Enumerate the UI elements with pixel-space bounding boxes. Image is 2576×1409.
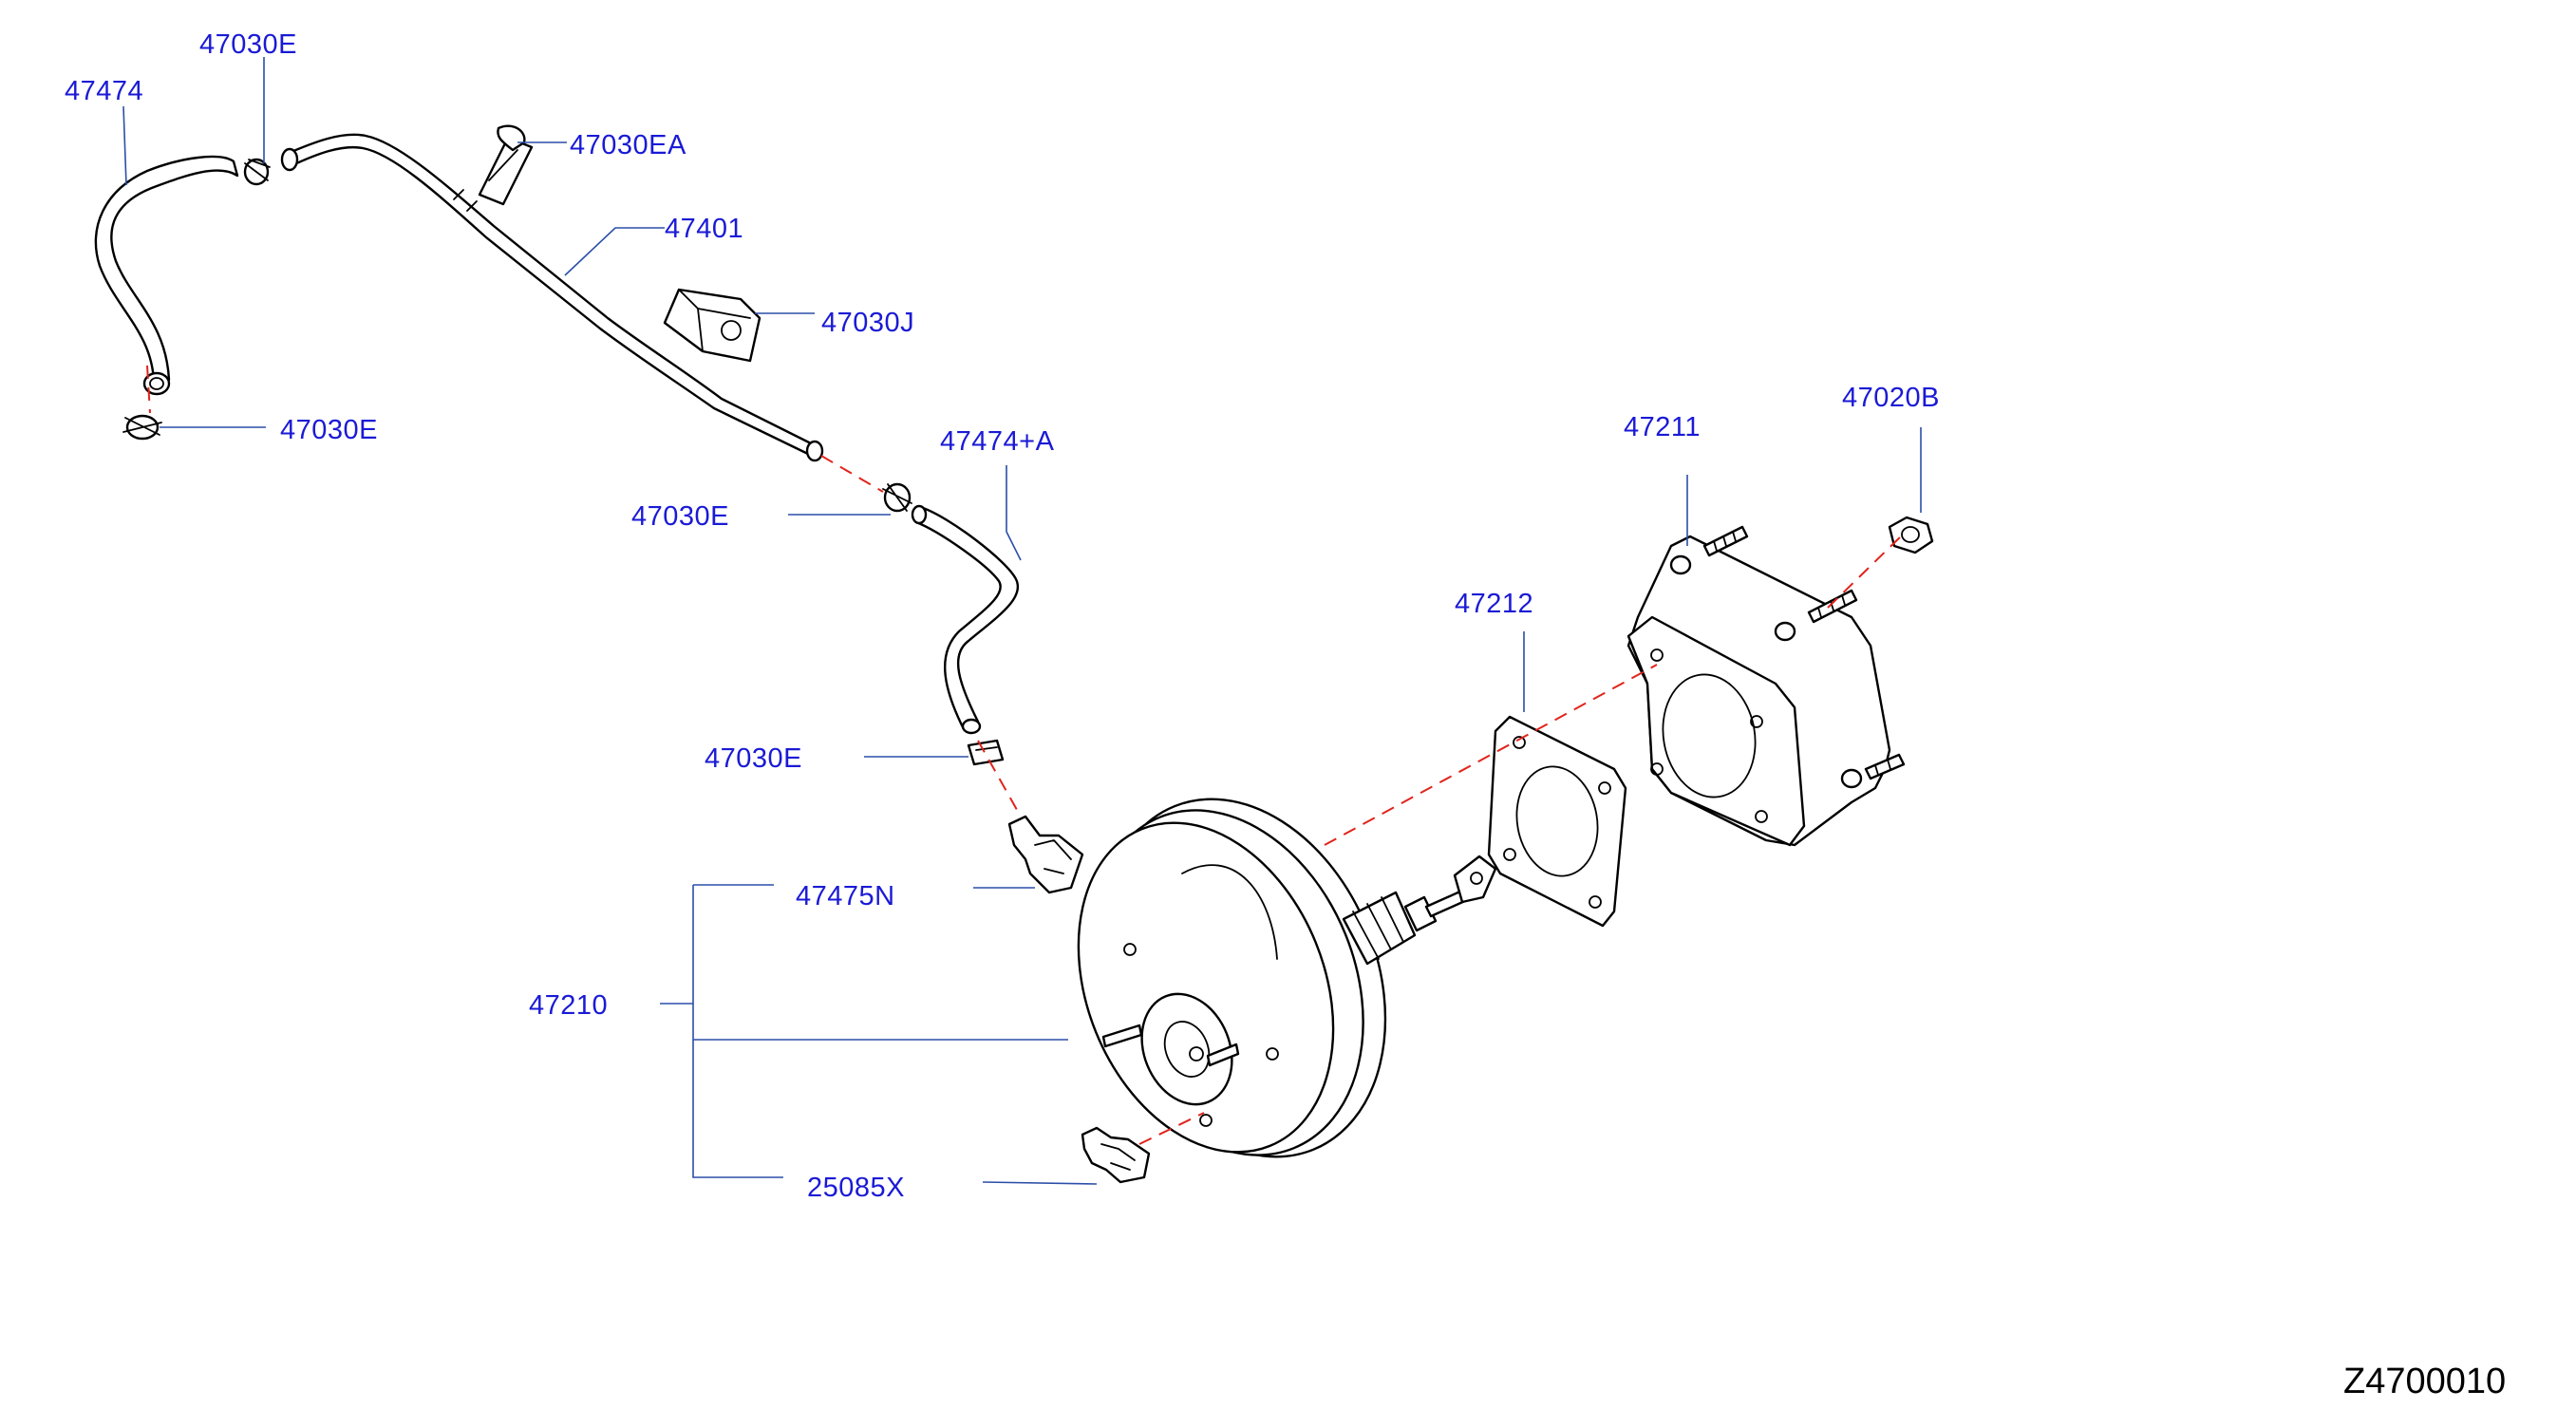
- diagram-id: Z4700010: [2343, 1362, 2506, 1401]
- hose-47474-a: [911, 504, 1020, 735]
- label-47475n: 47475N: [796, 881, 895, 911]
- clamp-47030e-low: [967, 739, 1005, 766]
- check-valve-47475n: [1007, 815, 1084, 894]
- label-47474: 47474: [65, 76, 143, 106]
- clamp-47030e-lower-left: [122, 414, 162, 441]
- label-47474-a: 47474+A: [940, 426, 1055, 457]
- gasket-47212: [1487, 715, 1627, 928]
- spacer-plate-47211: [1626, 525, 1906, 847]
- label-47030e-top: 47030E: [199, 29, 297, 60]
- clip-47030ea: [478, 124, 534, 206]
- label-47030j: 47030J: [821, 308, 914, 338]
- leader-lines: [122, 57, 1922, 1185]
- label-47030e-low: 47030E: [705, 743, 802, 774]
- label-47030ea: 47030EA: [570, 130, 686, 160]
- label-47030e-left: 47030E: [280, 415, 378, 445]
- part-labels: 47474 47030E 47030EA 47401 47030J 47030E…: [65, 29, 2506, 1401]
- label-47020b: 47020B: [1842, 383, 1940, 413]
- label-47210: 47210: [529, 990, 608, 1021]
- label-47401: 47401: [665, 214, 743, 244]
- center-lines: [146, 365, 1905, 1145]
- brake-booster-47210: [1077, 798, 1497, 1158]
- pipe-47401: [280, 133, 824, 462]
- grommet-25085x: [1081, 1126, 1151, 1184]
- label-47212: 47212: [1455, 589, 1533, 619]
- clamp-47030e-upper: [243, 158, 271, 186]
- nut-47020b: [1888, 516, 1934, 554]
- label-25085x: 25085X: [807, 1173, 905, 1203]
- label-47030e-mid: 47030E: [631, 501, 729, 532]
- hose-47474: [94, 155, 239, 396]
- clip-47030j: [663, 288, 762, 363]
- clamp-47030e-mid: [882, 482, 912, 513]
- label-47211: 47211: [1624, 412, 1701, 442]
